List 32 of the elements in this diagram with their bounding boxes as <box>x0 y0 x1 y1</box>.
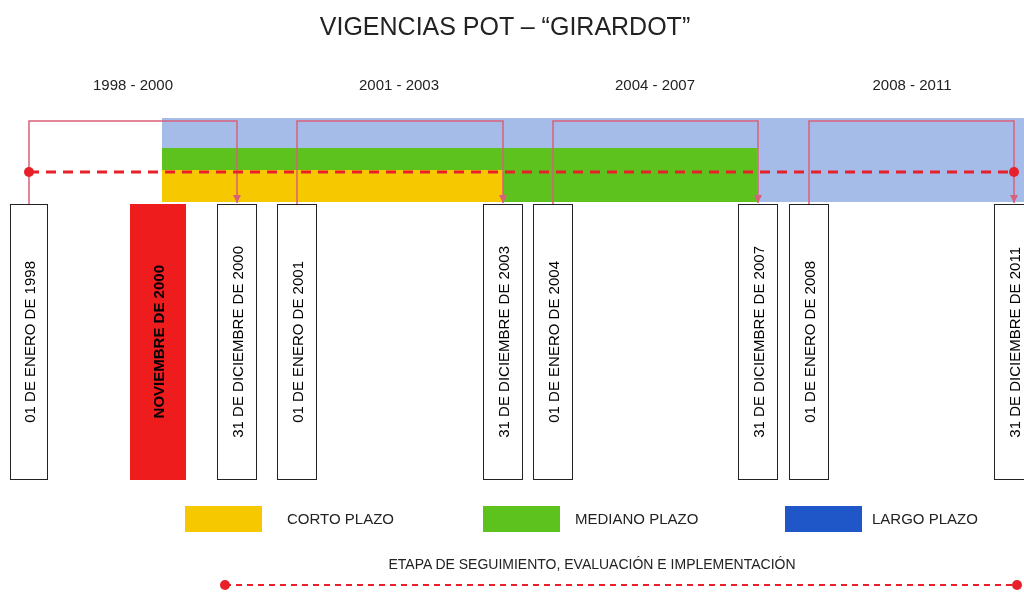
legend-text: ETAPA DE SEGUIMIENTO, EVALUACIÓN E IMPLEMENTACIÓN <box>387 556 797 572</box>
bracket-arrow <box>296 120 507 205</box>
highlight-date-box <box>130 204 186 480</box>
date-box <box>533 204 573 480</box>
period-label: 2004 - 2007 <box>613 76 697 93</box>
period-label: 2001 - 2003 <box>357 76 441 93</box>
period-label: 1998 - 2000 <box>91 76 175 93</box>
date-box <box>994 204 1024 480</box>
date-box <box>738 204 778 480</box>
date-text: 01 DE ENERO DE 1998 <box>20 261 38 423</box>
date-text: 01 DE ENERO DE 2004 <box>544 261 562 423</box>
date-box <box>10 204 48 480</box>
bracket-arrow <box>808 120 1018 205</box>
date-box <box>483 204 523 480</box>
dashed-line <box>24 167 1019 177</box>
date-text: 01 DE ENERO DE 2001 <box>288 261 306 423</box>
date-text: 31 DE DICIEMBRE DE 2011 <box>1005 246 1023 438</box>
legend-text: CORTO PLAZO <box>287 510 394 527</box>
date-text: NOVIEMBRE DE 2000 <box>149 265 167 419</box>
legend-text: MEDIANO PLAZO <box>575 510 699 527</box>
bracket-arrow <box>28 120 241 205</box>
period-label: 2008 - 2011 <box>871 76 953 93</box>
date-text: 31 DE DICIEMBRE DE 2007 <box>749 246 767 438</box>
date-box <box>217 204 257 480</box>
date-text: 31 DE DICIEMBRE DE 2000 <box>228 246 246 438</box>
date-box <box>789 204 829 480</box>
date-text: 01 DE ENERO DE 2008 <box>800 261 818 423</box>
date-text: 31 DE DICIEMBRE DE 2003 <box>494 246 512 438</box>
date-box <box>277 204 317 480</box>
bracket-arrow <box>552 120 762 205</box>
legend-text: LARGO PLAZO <box>872 510 978 527</box>
title: VIGENCIAS POT – “GIRARDOT” <box>318 12 692 41</box>
